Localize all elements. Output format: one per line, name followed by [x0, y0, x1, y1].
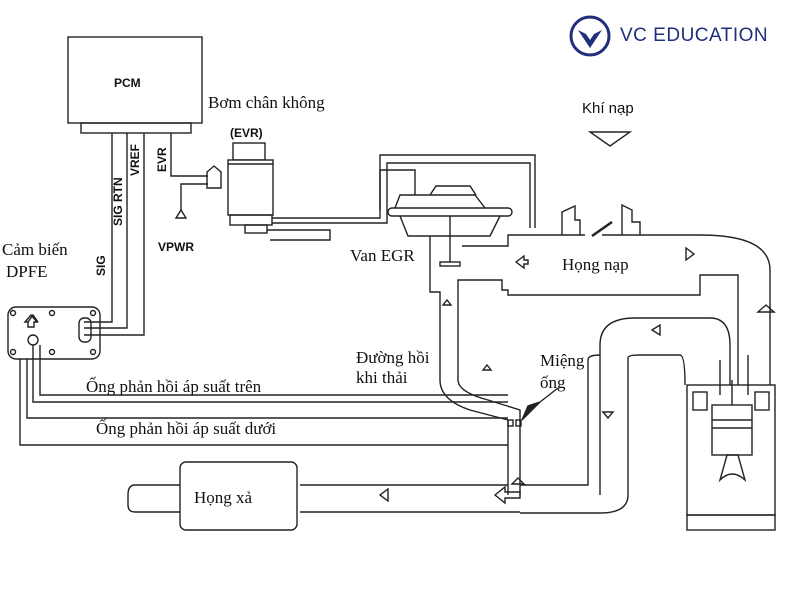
sensor-wires: [84, 133, 208, 336]
wire-sig-rtn-label: SIG RTN: [111, 177, 125, 226]
lower-hose-label: Ống phản hồi áp suất dưới: [96, 419, 277, 438]
exhaust-manifold-box: [179, 461, 298, 531]
pcm-label: PCM: [114, 76, 141, 90]
evr-solenoid: [206, 142, 274, 234]
vc-education-logo: VC EDUCATION: [568, 14, 768, 58]
pcm-connector: [80, 122, 192, 134]
vpwr-label: VPWR: [158, 240, 194, 254]
upper-hose-label: Ống phản hồi áp suất trên: [86, 377, 262, 396]
intake-manifold-label: Họng nạp: [562, 255, 629, 274]
sensor-label-line2: DPFE: [6, 262, 48, 281]
pcm-box: [67, 36, 203, 124]
exhaust-return-label-line1: Đường hồi: [356, 348, 430, 367]
exhaust-pipe: [127, 317, 731, 531]
orifice-label-line2: ống: [540, 373, 566, 392]
pressure-feedback-hoses: [19, 345, 559, 446]
intake-air-label: Khí nạp: [582, 100, 634, 117]
engine-cylinder: [686, 355, 776, 531]
wire-vref-label: VREF: [128, 143, 142, 176]
egr-valve: [387, 185, 771, 495]
exhaust-return-label-line2: khi thải: [356, 368, 408, 387]
exhaust-manifold-label: Họng xả: [194, 488, 253, 507]
logo-text: VC EDUCATION: [620, 25, 769, 46]
sensor-label-line1: Cảm biến: [2, 240, 68, 259]
vacuum-hoses: [267, 154, 536, 241]
wire-sig-label: SIG: [94, 255, 108, 276]
flow-arrows: [27, 131, 776, 505]
dpfe-sensor: [7, 306, 101, 360]
vacuum-pump-label: Bơm chân không: [208, 93, 325, 112]
evr-label: (EVR): [230, 126, 263, 140]
orifice-label-line1: Miệng: [540, 351, 585, 370]
logo-emblem-icon: [569, 15, 611, 57]
wire-evr-label: EVR: [155, 147, 169, 172]
egr-valve-label: Van EGR: [350, 246, 415, 265]
throttle-body: [561, 203, 641, 238]
